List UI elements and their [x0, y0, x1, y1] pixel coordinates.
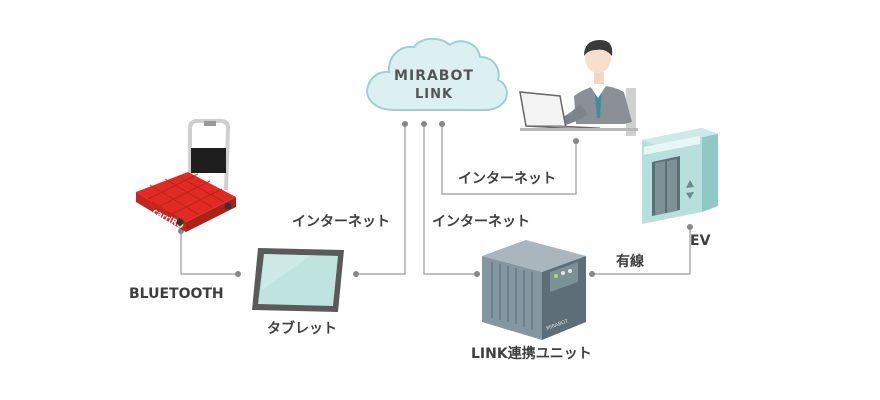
cloud-icon: MIRABOT LINK	[366, 37, 508, 111]
label-wired: 有線	[616, 254, 644, 270]
label-internet-pc: インターネット	[458, 171, 556, 187]
label-internet-tablet: インターネット	[292, 214, 390, 230]
tablet-icon	[252, 248, 344, 312]
cloud-sub-text: LINK	[415, 87, 453, 102]
dot	[474, 271, 480, 277]
line-cloud-unit	[423, 124, 477, 275]
label-internet-unit: インターネット	[432, 214, 530, 230]
label-ev: EV	[690, 233, 711, 249]
label-link-unit: LINK連携ユニット	[471, 346, 592, 362]
cloud-brand-text: MIRABOT	[394, 68, 474, 84]
office-worker-icon	[519, 40, 638, 136]
dot	[421, 121, 427, 127]
line-cart-tablet	[180, 231, 238, 275]
connection-dots	[178, 121, 693, 277]
line-cloud-pc	[441, 124, 577, 195]
dot	[235, 271, 241, 277]
elevator-icon	[642, 128, 718, 224]
dot	[439, 121, 445, 127]
label-bluetooth: BLUETOOTH	[129, 286, 224, 302]
dot	[573, 138, 579, 144]
line-unit-ev	[592, 227, 691, 275]
connection-lines	[180, 124, 691, 275]
line-cloud-tablet	[356, 124, 406, 275]
link-unit-icon: MIRABOT	[482, 240, 586, 340]
dot	[353, 271, 359, 277]
dot	[687, 224, 693, 230]
label-tablet: タブレット	[267, 321, 337, 337]
dot	[589, 271, 595, 277]
dot	[402, 121, 408, 127]
cart-robot-icon: carriRO	[136, 119, 236, 232]
